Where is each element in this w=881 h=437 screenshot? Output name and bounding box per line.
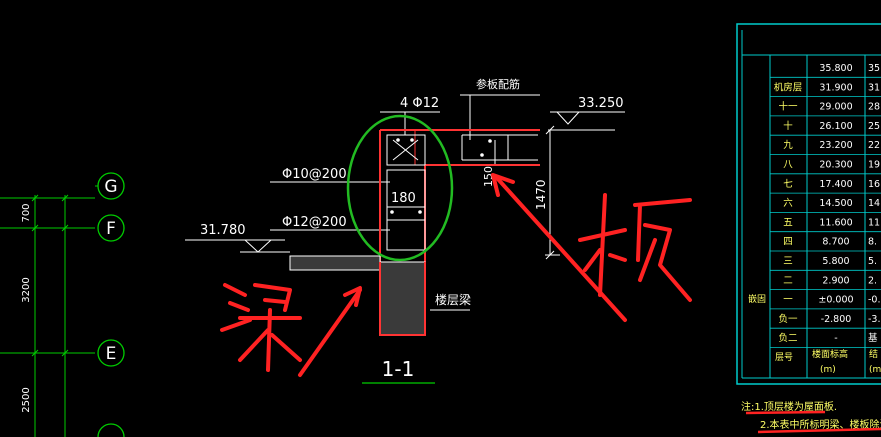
table-cell-col2: 16. bbox=[868, 179, 881, 190]
table-cell-layer: 七 bbox=[783, 179, 793, 190]
label-rebar-top: 4 Φ12 bbox=[400, 96, 439, 111]
table-cell-elev: 8.700 bbox=[822, 237, 849, 248]
table-cell-col2: 14. bbox=[868, 198, 881, 209]
table-cell-layer: 四 bbox=[783, 237, 793, 248]
table-cell-layer: 十一 bbox=[778, 101, 798, 113]
table-cell-col2: -3. bbox=[868, 314, 881, 325]
table-cell-elev: 35.800 bbox=[819, 63, 852, 74]
table-cell-col2: 8. bbox=[868, 237, 877, 248]
label-elev-top: 33.250 bbox=[578, 96, 624, 111]
table-cell-col2: 11. bbox=[868, 217, 881, 228]
label-beam: 楼层梁 bbox=[435, 292, 471, 307]
axis-label-e: E bbox=[106, 344, 117, 364]
label-stirrup: Φ10@200 bbox=[282, 167, 347, 182]
table-cell-elev: 29.000 bbox=[819, 102, 852, 113]
axis-label-g: G bbox=[104, 177, 117, 197]
axis-grid: G F E 700 3200 2500 bbox=[0, 172, 125, 437]
section-drawing: 1-1 4 Φ12 参板配筋 33.250 Φ10@200 Φ12@200 18… bbox=[185, 77, 625, 384]
axis-dim-3200: 3200 bbox=[21, 277, 32, 302]
table-group-label: 嵌固 bbox=[748, 294, 766, 305]
table-cell-elev: -2.800 bbox=[821, 314, 852, 325]
label-elev-slab: 31.780 bbox=[200, 223, 246, 238]
table-cell-col2: -0. bbox=[868, 295, 881, 306]
table-cell-elev: 11.600 bbox=[819, 217, 852, 228]
table-cell-elev: 14.500 bbox=[819, 198, 852, 209]
table-cell-layer: 一 bbox=[783, 295, 793, 306]
table-cell-layer: 机房层 bbox=[774, 81, 803, 93]
hand-annotations bbox=[220, 173, 692, 377]
label-side-bar: Φ12@200 bbox=[282, 215, 347, 230]
table-cell-layer: 六 bbox=[783, 197, 793, 209]
table-cell-col2: 31. bbox=[868, 82, 881, 93]
label-width: 180 bbox=[391, 191, 416, 206]
table-cell-col2: 2. bbox=[868, 275, 877, 286]
section-title: 1-1 bbox=[382, 357, 415, 381]
table-cell-elev: 17.400 bbox=[819, 179, 852, 190]
table-cell-col2: 基 bbox=[868, 332, 878, 344]
table-cell-elev: 31.900 bbox=[819, 82, 852, 93]
table-footer-unit: (m) bbox=[820, 365, 836, 375]
table-cell-col2: 25. bbox=[868, 121, 881, 132]
hand-char-ban bbox=[578, 193, 692, 302]
table-cell-layer: 二 bbox=[783, 275, 793, 286]
table-cell-col2: 22. bbox=[868, 140, 881, 151]
axis-label-f: F bbox=[106, 219, 116, 239]
note-2: 2.本表中所标明梁、楼板除注明外均为 bbox=[760, 418, 881, 431]
table-cell-elev: ±0.000 bbox=[818, 295, 853, 306]
table-cell-layer: 八 bbox=[783, 160, 793, 171]
hand-char-liang bbox=[220, 283, 302, 372]
axis-bubble-f bbox=[97, 214, 125, 242]
arrow-to-slab bbox=[495, 176, 627, 322]
label-slab-rebar: 参板配筋 bbox=[476, 77, 520, 91]
table-cell-col2: 28. bbox=[868, 102, 881, 113]
table-cell-layer: 负一 bbox=[778, 313, 798, 325]
table-cell-elev: 23.200 bbox=[819, 140, 852, 151]
table-cell-elev: - bbox=[834, 333, 837, 344]
table-cell-layer: 十 bbox=[783, 120, 793, 132]
table-footer-elev: 楼面标高 bbox=[812, 348, 848, 360]
table-cell-elev: 26.100 bbox=[819, 121, 852, 132]
table-cell-elev: 20.300 bbox=[819, 160, 852, 171]
table-cell-layer: 负二 bbox=[778, 332, 797, 344]
table-footer-col2: 结 bbox=[869, 348, 878, 360]
table-cell-layer: 三 bbox=[783, 256, 793, 267]
axis-dim-700: 700 bbox=[21, 203, 32, 222]
arrow-to-beam bbox=[298, 288, 362, 377]
table-cell-col2: 35 bbox=[868, 63, 880, 74]
label-slab-thk: 150 bbox=[482, 166, 495, 187]
table-cell-elev: 2.900 bbox=[822, 275, 849, 286]
highlight-ellipse bbox=[346, 114, 454, 262]
table-footer-layer: 层号 bbox=[775, 352, 793, 363]
table-cell-elev: 5.800 bbox=[822, 256, 849, 267]
label-beam-h: 1470 bbox=[534, 179, 548, 210]
axis-bubble-e bbox=[97, 339, 125, 367]
note-1: 注:1.顶层楼为屋面板. bbox=[741, 400, 837, 413]
table-footer-col2b: (m bbox=[869, 365, 881, 375]
table-cell-layer: 九 bbox=[783, 139, 793, 151]
table-cell-col2: 5. bbox=[868, 256, 877, 267]
table-cell-layer: 五 bbox=[783, 217, 793, 228]
axis-dim-2500: 2500 bbox=[21, 387, 32, 412]
floor-table: 35.800 35 机房层 31.900 31. 十一 29.000 28. 十 26.100 25… bbox=[736, 23, 881, 385]
table-cell-col2: 19. bbox=[868, 160, 881, 171]
